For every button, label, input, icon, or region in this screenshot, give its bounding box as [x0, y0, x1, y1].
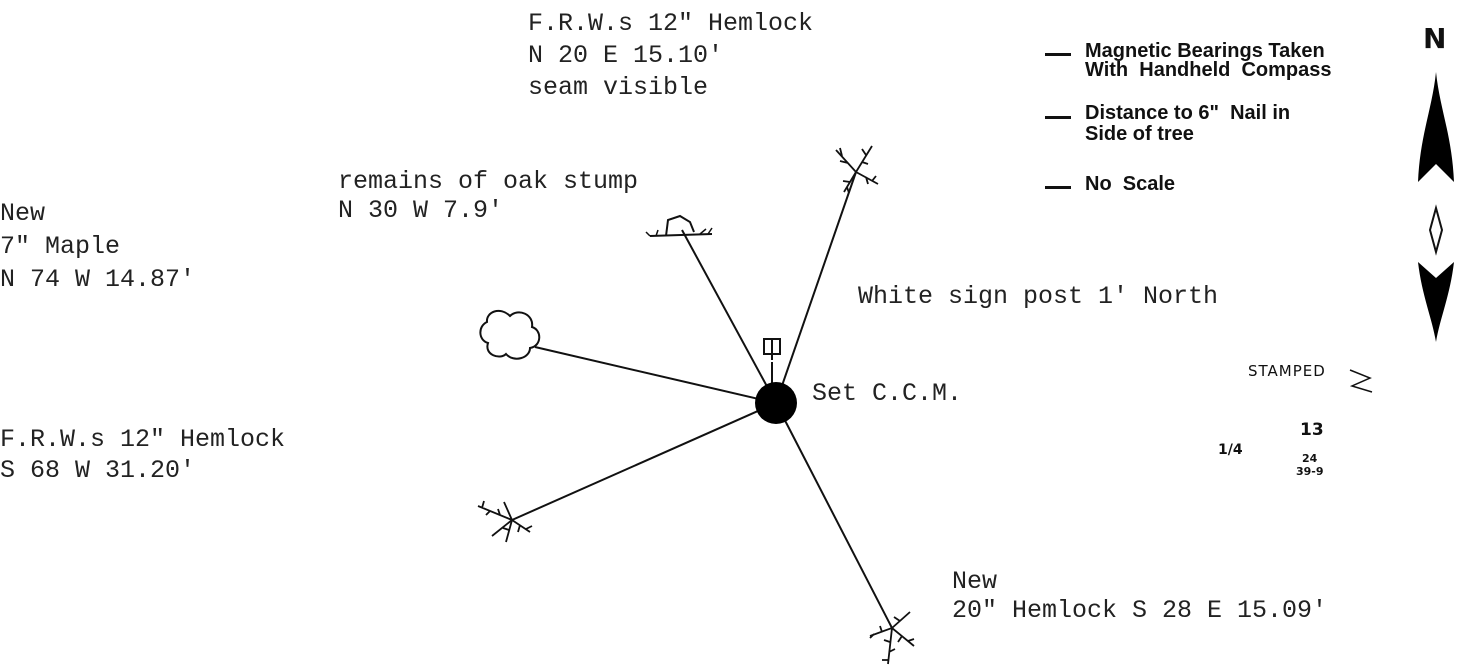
- north-letter: N: [1423, 22, 1447, 55]
- bottom-hemlock-label-1: New: [952, 567, 998, 596]
- north-arrow: [1418, 72, 1454, 342]
- stamp-fraction: 1/4: [1218, 442, 1243, 458]
- bottom-hemlock-label-2: 20" Hemlock S 28 E 15.09': [952, 596, 1328, 625]
- line-to-bottom-hemlock: [775, 402, 893, 629]
- stamp-number-mid: 24: [1302, 452, 1318, 465]
- left-hemlock-label-2: S 68 W 31.20': [0, 456, 196, 485]
- top-hemlock-label-3: seam visible: [528, 73, 709, 102]
- line-to-maple: [534, 346, 777, 404]
- stamp-arrow: [1349, 369, 1373, 393]
- legend-item-2a: Distance to 6" Nail in: [1085, 102, 1291, 124]
- sign-post-label: White sign post 1' North: [858, 282, 1219, 311]
- legend-dash-2: [1045, 116, 1071, 119]
- maple-label-2: 7" Maple: [0, 232, 121, 261]
- oak-stump-label-2: N 30 W 7.9': [338, 196, 504, 225]
- monument-label: Set C.C.M.: [812, 379, 963, 408]
- line-to-oak-stump: [681, 229, 777, 404]
- legend-dash-3: [1045, 186, 1071, 189]
- stamp-word: STAMPED: [1248, 362, 1326, 380]
- legend-item-1b: With Handheld Compass: [1085, 59, 1332, 81]
- monument-marker: [755, 382, 797, 424]
- left-hemlock-icon: [477, 500, 533, 543]
- legend-item-2b: Side of tree: [1085, 123, 1194, 145]
- stamp-number-top: 13: [1300, 420, 1324, 440]
- top-hemlock-label-1: F.R.W.s 12" Hemlock: [528, 9, 814, 38]
- sign-post-icon: [763, 338, 781, 360]
- oak-stump-label-1: remains of oak stump: [338, 167, 639, 196]
- top-hemlock-label-2: N 20 E 15.10': [528, 41, 724, 70]
- legend-item-3: No Scale: [1085, 173, 1176, 195]
- legend-item-1a: Magnetic Bearings Taken: [1085, 40, 1325, 62]
- stamp-number-bottom: 39-9: [1296, 465, 1324, 478]
- line-to-left-hemlock: [511, 402, 777, 521]
- top-hemlock-icon: [835, 145, 879, 194]
- maple-label-3: N 74 W 14.87': [0, 265, 196, 294]
- line-to-top-hemlock: [775, 171, 857, 404]
- maple-label-1: New: [0, 199, 46, 228]
- bottom-hemlock-icon: [869, 611, 915, 665]
- oak-stump-icon: [645, 214, 713, 237]
- legend-dash-1: [1045, 53, 1071, 56]
- left-hemlock-label-1: F.R.W.s 12" Hemlock: [0, 425, 286, 454]
- maple-tree-icon: [479, 309, 541, 360]
